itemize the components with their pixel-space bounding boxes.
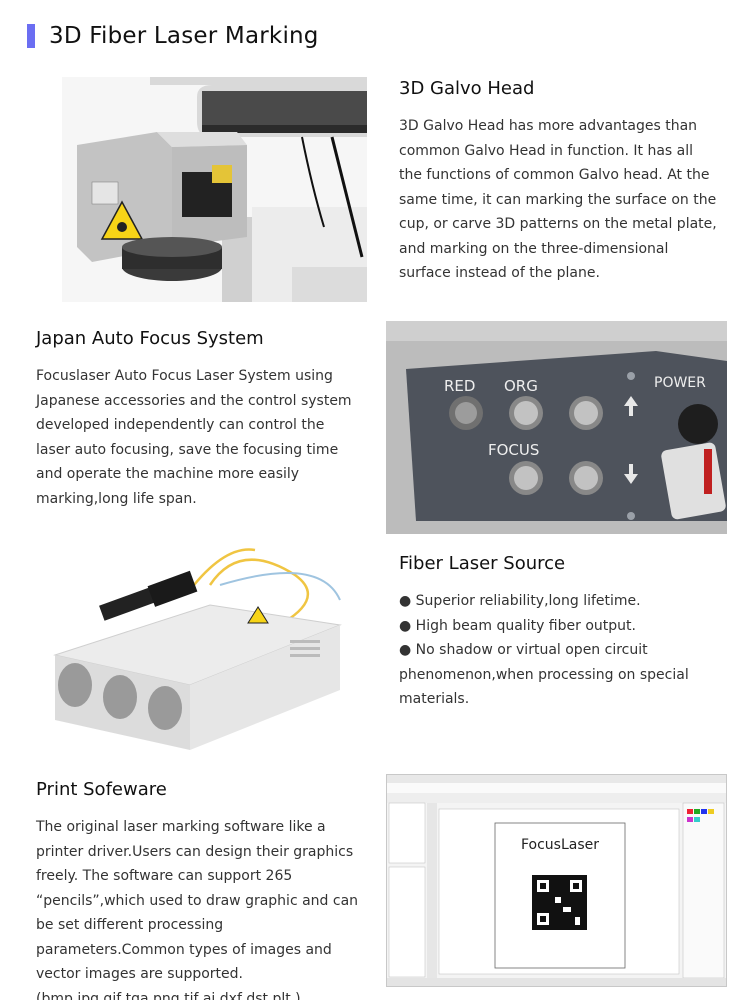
software-heading: Print Sofeware bbox=[36, 779, 167, 800]
focus-label: FOCUS bbox=[488, 441, 540, 459]
source-heading: Fiber Laser Source bbox=[399, 553, 566, 574]
page-title: 3D Fiber Laser Marking bbox=[49, 23, 319, 49]
galvo-head-illustration bbox=[62, 77, 367, 302]
software-illustration bbox=[387, 775, 726, 986]
header-accent-bar bbox=[27, 24, 35, 48]
autofocus-heading: Japan Auto Focus System bbox=[36, 328, 264, 349]
software-description: The original laser marking software like… bbox=[36, 819, 359, 1000]
galvo-heading: 3D Galvo Head bbox=[399, 78, 535, 99]
source-bullet: ● No shadow or virtual open circuit phen… bbox=[399, 642, 689, 707]
power-label: POWER bbox=[654, 375, 706, 391]
galvo-description: 3D Galvo Head has more advantages than c… bbox=[399, 118, 717, 281]
source-bullets: ● Superior reliability,long lifetime. ● … bbox=[399, 589, 709, 712]
page-header: 3D Fiber Laser Marking bbox=[27, 20, 319, 52]
control-panel-illustration bbox=[386, 321, 727, 534]
fiber-source-photo bbox=[40, 545, 360, 760]
org-label: ORG bbox=[504, 377, 538, 395]
galvo-head-photo bbox=[62, 77, 367, 302]
autofocus-description: Focuslaser Auto Focus Laser System using… bbox=[36, 368, 352, 507]
control-panel-photo: RED ORG POWER FOCUS bbox=[386, 321, 727, 534]
source-bullet: ● Superior reliability,long lifetime. bbox=[399, 593, 641, 609]
software-screenshot: FocusLaser bbox=[386, 774, 727, 987]
source-bullet: ● High beam quality fiber output. bbox=[399, 617, 636, 634]
canvas-label: FocusLaser bbox=[520, 837, 600, 853]
red-label: RED bbox=[444, 377, 476, 395]
fiber-source-illustration bbox=[40, 545, 360, 760]
